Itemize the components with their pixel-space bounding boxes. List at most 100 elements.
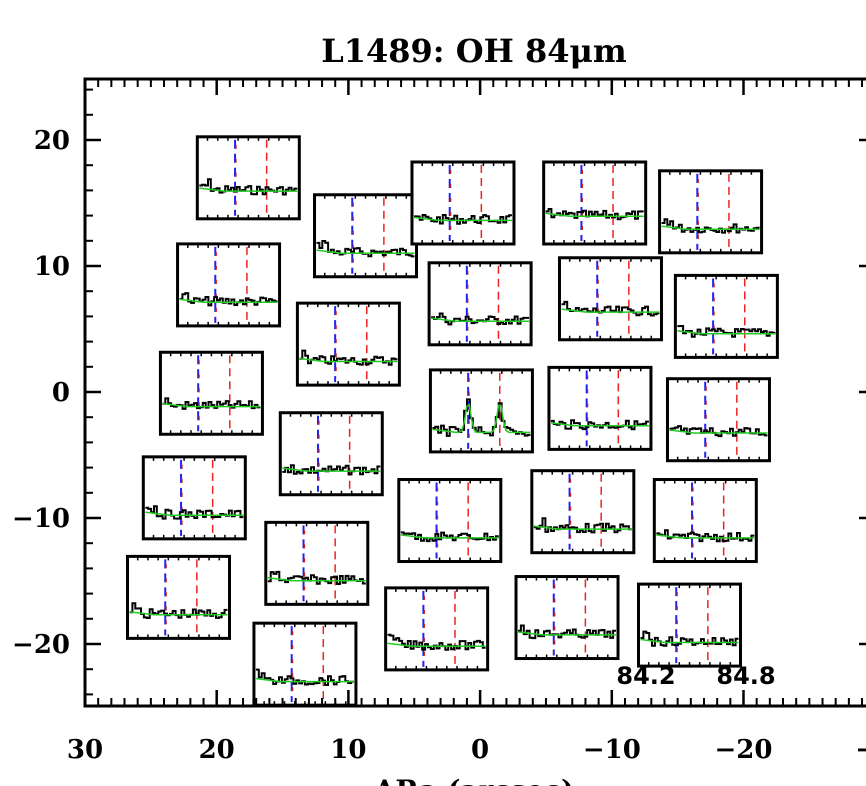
inset-frame <box>547 365 653 451</box>
inset-frame <box>637 582 743 668</box>
spectrum-line <box>545 208 644 221</box>
model-fit-line <box>400 534 499 539</box>
spectrum-line <box>199 178 298 196</box>
y-tick-label: 0 <box>52 378 70 408</box>
x-tick-label: 30 <box>67 735 103 765</box>
inset-frame <box>176 242 282 328</box>
inset-frame <box>652 478 758 564</box>
model-fit-line <box>656 534 755 539</box>
model-fit-line <box>661 225 760 230</box>
inset-frame <box>295 301 401 387</box>
spaxel-inset <box>427 261 533 347</box>
x-tick-label: −20 <box>715 735 773 765</box>
inset-frame <box>542 160 648 246</box>
model-fit-line <box>517 631 616 636</box>
inset-frame <box>313 193 419 279</box>
model-fit-line <box>431 317 530 322</box>
inset-frame <box>665 377 771 463</box>
spaxel-inset <box>264 520 370 606</box>
spaxel-inset <box>295 301 401 387</box>
spaxel-inset <box>557 256 663 342</box>
spectrum-line <box>640 630 739 647</box>
model-fit-line <box>299 357 398 363</box>
x-tick-label: 20 <box>199 735 235 765</box>
spaxel-inset <box>542 160 648 246</box>
spaxel-inset <box>658 169 764 255</box>
spaxel-inset <box>514 575 620 661</box>
spaxel-inset <box>176 242 282 328</box>
inset-frame <box>514 575 620 661</box>
y-tick-label: 10 <box>34 252 70 282</box>
model-fit-line <box>533 525 632 530</box>
inset-frame <box>252 621 358 707</box>
model-fit-line <box>316 249 415 254</box>
inset-frame <box>384 586 490 672</box>
model-fit-line <box>179 298 278 304</box>
inset-frame <box>427 261 533 347</box>
spectrum-line <box>162 397 261 410</box>
x-axis-label: ΔRa (arcsec) <box>374 774 575 786</box>
x-tick-label: 10 <box>330 735 366 765</box>
spectrum-line <box>431 312 530 326</box>
spaxel-inset <box>313 193 419 279</box>
spaxel-inset <box>530 469 636 555</box>
chart-title: L1489: OH 84μm <box>321 32 627 70</box>
model-fit-line <box>413 216 512 222</box>
spaxel-inset <box>410 160 516 246</box>
spaxel-inset <box>428 368 534 454</box>
wavelength-label-84-8: 84.8 <box>716 662 775 690</box>
inset-frame <box>428 368 534 454</box>
y-tick-label: 20 <box>34 126 70 156</box>
inset-frame <box>126 554 232 640</box>
inset-frame <box>264 520 370 606</box>
model-fit-line <box>677 330 776 335</box>
y-tick-label: −20 <box>12 630 70 660</box>
inset-frame <box>410 160 516 246</box>
inset-frame <box>673 273 779 359</box>
model-fit-line <box>282 467 381 472</box>
spaxel-inset <box>384 586 490 672</box>
inset-frame <box>397 478 503 564</box>
y-tick-label: −10 <box>12 504 70 534</box>
model-fit-line <box>545 212 644 218</box>
wavelength-label-84-2: 84.2 <box>616 662 675 690</box>
spaxel-insets <box>126 135 779 707</box>
inset-frame <box>158 350 264 436</box>
inset-frame <box>658 169 764 255</box>
x-tick-label: −10 <box>583 735 641 765</box>
model-fit-line <box>550 422 649 427</box>
model-fit-line <box>255 677 354 683</box>
axis-ticks: 30 20 10 0 −10 −20 −3 20 10 0 −10 −20 <box>12 79 866 765</box>
spectrum-line <box>550 419 649 431</box>
inset-frame <box>530 469 636 555</box>
spectrum-line <box>179 292 278 307</box>
model-fit-line <box>267 577 366 582</box>
model-fit-line <box>129 611 228 616</box>
spectrum-line <box>400 531 499 543</box>
spectrum-line <box>432 398 531 437</box>
model-fit-line <box>561 308 660 313</box>
spaxel-inset <box>195 135 301 221</box>
x-tick-label: 0 <box>471 735 489 765</box>
spaxel-inset <box>141 455 247 541</box>
spectrum-line <box>677 325 776 338</box>
spaxel-inset <box>652 478 758 564</box>
spaxel-inset <box>673 273 779 359</box>
inset-frame <box>141 455 247 541</box>
model-fit-line <box>199 187 298 192</box>
spaxel-inset <box>665 377 771 463</box>
spectrum-line <box>518 624 616 640</box>
spaxel-inset <box>252 621 358 707</box>
spaxel-inset <box>637 582 743 668</box>
model-fit-line <box>387 642 486 648</box>
model-fit-line <box>145 511 244 516</box>
spaxel-inset <box>397 478 503 564</box>
model-fit-line <box>669 429 768 434</box>
inset-frame <box>195 135 301 221</box>
model-fit-line <box>432 403 531 434</box>
model-fit-line <box>162 402 261 408</box>
model-fit-line <box>640 638 739 644</box>
inset-frame <box>278 411 384 497</box>
x-tick-label: −3 <box>855 735 866 765</box>
